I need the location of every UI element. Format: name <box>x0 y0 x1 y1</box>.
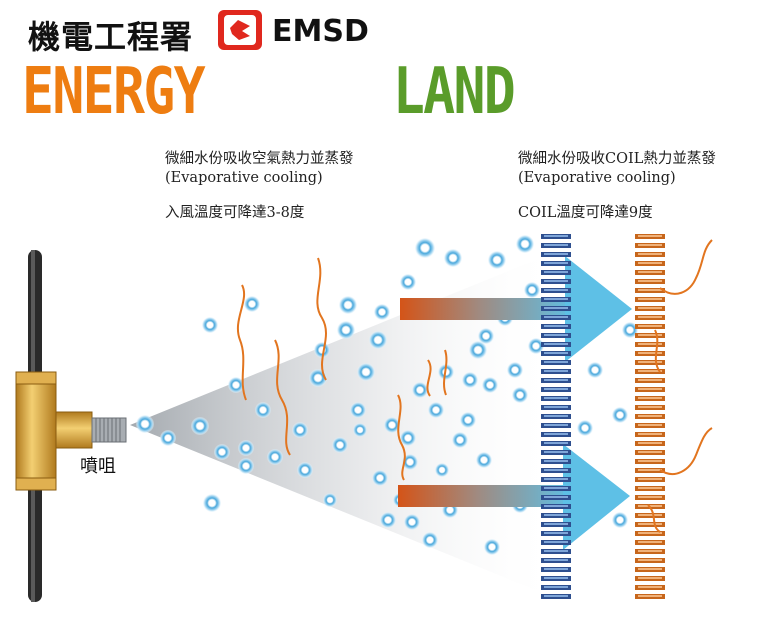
water-droplet-icon <box>444 249 462 267</box>
nozzle-label: 噴咀 <box>80 456 116 477</box>
left-annotation-line1: 微細水份吸收空氣熱力並蒸發 <box>165 151 354 167</box>
water-droplet-icon <box>577 420 593 436</box>
water-droplet-icon <box>350 402 366 418</box>
water-droplet-icon <box>357 363 375 381</box>
water-droplet-icon <box>507 362 523 378</box>
title-land: LAND <box>392 55 516 129</box>
water-droplet-icon <box>452 432 468 448</box>
left-annotation-line3: 入風溫度可降達3-8度 <box>165 205 305 221</box>
water-droplet-icon <box>482 377 498 393</box>
water-droplet-icon <box>372 470 388 486</box>
org-chinese-name: 機電工程署 <box>28 18 194 56</box>
spray-nozzle-icon <box>15 250 127 602</box>
water-droplet-icon <box>244 296 260 312</box>
left-annotation-line2: (Evaporative cooling) <box>165 170 323 186</box>
water-droplet-icon <box>428 402 444 418</box>
water-droplet-icon <box>292 422 308 438</box>
water-droplet-icon <box>460 412 476 428</box>
water-droplet-icon <box>422 532 438 548</box>
water-droplet-icon <box>297 462 313 478</box>
water-droplet-icon <box>469 341 487 359</box>
water-droplet-icon <box>462 372 478 388</box>
water-droplet-icon <box>203 494 221 512</box>
water-droplet-icon <box>353 423 367 437</box>
water-droplet-icon <box>384 417 400 433</box>
water-droplet-icon <box>612 407 628 423</box>
water-droplet-icon <box>314 342 330 358</box>
right-annotation-line2: (Evaporative cooling) <box>518 170 676 186</box>
water-droplet-icon <box>587 362 603 378</box>
water-droplet-icon <box>400 430 416 446</box>
water-droplet-icon <box>323 493 337 507</box>
heat-wisps <box>236 239 713 533</box>
water-droplet-icon <box>191 417 209 435</box>
water-droplet-icon <box>202 317 218 333</box>
right-annotation-line1: 微細水份吸收COIL熱力並蒸發 <box>518 151 716 167</box>
water-droplet-icon <box>404 514 420 530</box>
water-droplet-icon <box>478 328 494 344</box>
water-droplet-icon <box>160 430 176 446</box>
water-droplet-icon <box>238 440 254 456</box>
water-droplet-icon <box>238 458 254 474</box>
water-droplet-icon <box>267 449 283 465</box>
water-droplets <box>136 235 638 555</box>
water-droplet-icon <box>484 539 500 555</box>
water-droplet-icon <box>136 415 154 433</box>
water-droplet-icon <box>339 296 357 314</box>
water-droplet-icon <box>214 444 230 460</box>
title-energy: ENERGY <box>22 55 206 129</box>
org-english-name: EMSD <box>272 14 369 49</box>
water-droplet-icon <box>528 338 544 354</box>
water-droplet-icon <box>228 377 244 393</box>
water-droplet-icon <box>622 322 638 338</box>
water-droplet-icon <box>332 437 348 453</box>
water-droplet-icon <box>488 251 506 269</box>
emsd-logo-icon <box>218 10 262 50</box>
water-droplet-icon <box>380 512 396 528</box>
water-droplet-icon <box>337 321 355 339</box>
water-droplet-icon <box>512 387 528 403</box>
water-droplet-icon <box>255 402 271 418</box>
water-droplet-icon <box>612 512 628 528</box>
water-droplet-icon <box>412 382 428 398</box>
right-annotation-line3: COIL溫度可降達9度 <box>518 205 653 221</box>
water-droplet-icon <box>402 454 418 470</box>
water-droplet-icon <box>476 452 492 468</box>
airflow-arrow-icon <box>398 444 630 550</box>
water-droplet-icon <box>524 282 540 298</box>
water-droplet-icon <box>435 463 449 477</box>
water-droplet-icon <box>400 274 416 290</box>
water-droplet-icon <box>516 235 534 253</box>
water-droplet-icon <box>369 331 387 349</box>
water-droplet-icon <box>415 238 435 258</box>
water-droplet-icon <box>374 304 390 320</box>
airflow-arrow-icon <box>400 256 632 362</box>
cooling-coil-blue <box>541 234 571 599</box>
